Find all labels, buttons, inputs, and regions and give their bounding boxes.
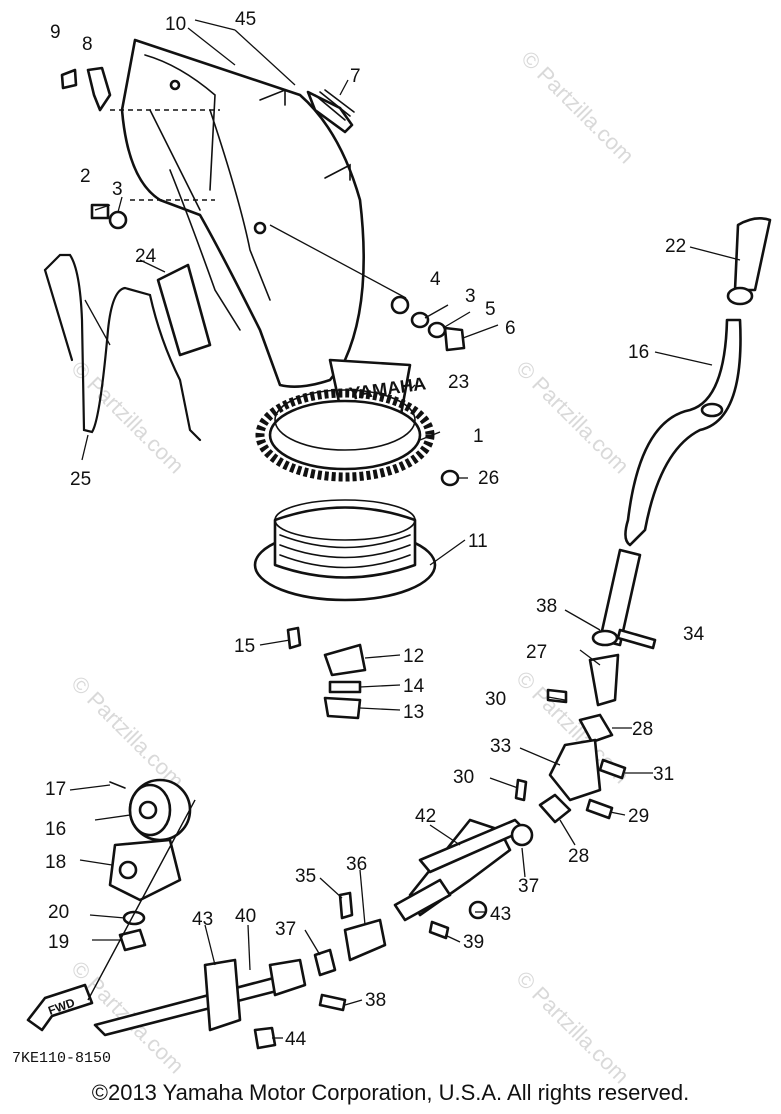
callout: 1 [473, 426, 484, 447]
watermark: © Partzilla.com [66, 671, 189, 794]
callout: 37 [518, 876, 539, 897]
callout: 33 [490, 736, 511, 757]
callout: 36 [346, 854, 367, 875]
callout: 3 [112, 179, 123, 200]
callout: 31 [653, 764, 674, 785]
callout: 26 [478, 468, 499, 489]
copyright-notice: ©2013 Yamaha Motor Corporation, U.S.A. A… [91, 1080, 690, 1105]
callout: 14 [403, 676, 425, 697]
base-ring-11 [253, 499, 437, 602]
callout: 16 [628, 342, 649, 363]
watermark: © Partzilla.com [511, 356, 634, 479]
callout: 7 [350, 66, 361, 87]
control-rod-25 [43, 253, 202, 442]
fwd-arrow [26, 983, 94, 1032]
small-hardware [60, 66, 466, 720]
callout: 2 [80, 166, 91, 187]
callout: 24 [135, 246, 157, 267]
callout: 30 [485, 689, 506, 710]
callout: 43 [192, 909, 213, 930]
lower-rod-assembly: FWD [26, 799, 387, 1050]
callout: 11 [468, 531, 488, 552]
callout: 29 [628, 806, 649, 827]
callout: 9 [50, 22, 61, 43]
watermark: © Partzilla.com [511, 966, 634, 1089]
callout: 6 [505, 318, 516, 339]
callout: 16 [45, 819, 66, 840]
handle-tube-16 [598, 217, 772, 647]
pulley-assembly [108, 778, 192, 952]
callout: 40 [235, 906, 256, 927]
callout-labels: 9 8 10 45 7 2 3 24 4 3 5 6 23 1 26 25 11… [12, 9, 705, 1067]
callout: 10 [165, 14, 186, 35]
callout: 38 [365, 990, 386, 1011]
callout: 39 [463, 932, 484, 953]
callout: 19 [48, 932, 69, 953]
callout: 34 [683, 624, 705, 645]
callout: 15 [234, 636, 255, 657]
callout: 5 [485, 299, 496, 320]
decal-24 [156, 263, 212, 357]
callout: 28 [632, 719, 653, 740]
linkage-assembly [393, 628, 657, 940]
callout: 35 [295, 866, 316, 887]
callout: 3 [465, 286, 476, 307]
callout: 45 [235, 9, 256, 30]
callout: 25 [70, 469, 91, 490]
discharge-chute: YAMAHA [110, 38, 427, 432]
callout: 23 [448, 372, 469, 393]
callout: 20 [48, 902, 69, 923]
diagram-code: 7KE110-8150 [12, 1050, 111, 1067]
callout: 8 [82, 34, 93, 55]
watermark: © Partzilla.com [516, 46, 639, 169]
callout: 12 [403, 646, 424, 667]
callout: 18 [45, 852, 66, 873]
callout: 4 [430, 269, 441, 290]
leader-lines [69, 19, 741, 1039]
callout: 17 [45, 779, 66, 800]
callout: 28 [568, 846, 589, 867]
callout: 38 [536, 596, 557, 617]
callout: 44 [285, 1029, 307, 1050]
callout: 43 [490, 904, 511, 925]
callout: 13 [403, 702, 424, 723]
callout: 30 [453, 767, 474, 788]
callout: 42 [415, 806, 436, 827]
callout: 37 [275, 919, 296, 940]
callout: 22 [665, 236, 686, 257]
callout: 27 [526, 642, 547, 663]
ring-gear-1 [255, 388, 435, 482]
